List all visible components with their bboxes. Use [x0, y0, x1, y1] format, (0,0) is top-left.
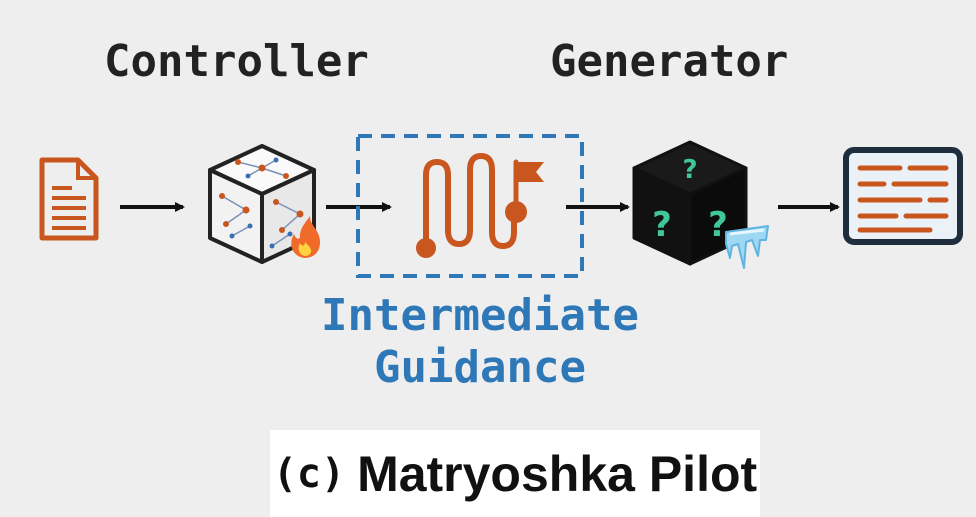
guidance-box — [356, 134, 584, 278]
guidance-label-line1: Intermediate — [321, 290, 639, 341]
caption-title: Matryoshka Pilot — [357, 445, 758, 502]
ice-icon — [725, 225, 769, 269]
controller-label: Controller — [104, 36, 369, 87]
guidance-label-line2: Guidance — [374, 342, 586, 393]
figure-caption: (c) Matryoshka Pilot — [270, 430, 760, 517]
svg-text:?: ? — [682, 155, 697, 185]
svg-text:?: ? — [708, 205, 728, 245]
winding-path-flag-icon — [416, 153, 544, 258]
text-lines-panel-icon — [843, 147, 963, 245]
fire-icon — [291, 216, 320, 258]
guidance-label: Intermediate Guidance — [270, 290, 690, 394]
document-icon — [39, 157, 99, 241]
svg-text:?: ? — [652, 205, 672, 245]
caption-tag: (c) — [272, 450, 346, 497]
generator-label: Generator — [550, 36, 789, 87]
